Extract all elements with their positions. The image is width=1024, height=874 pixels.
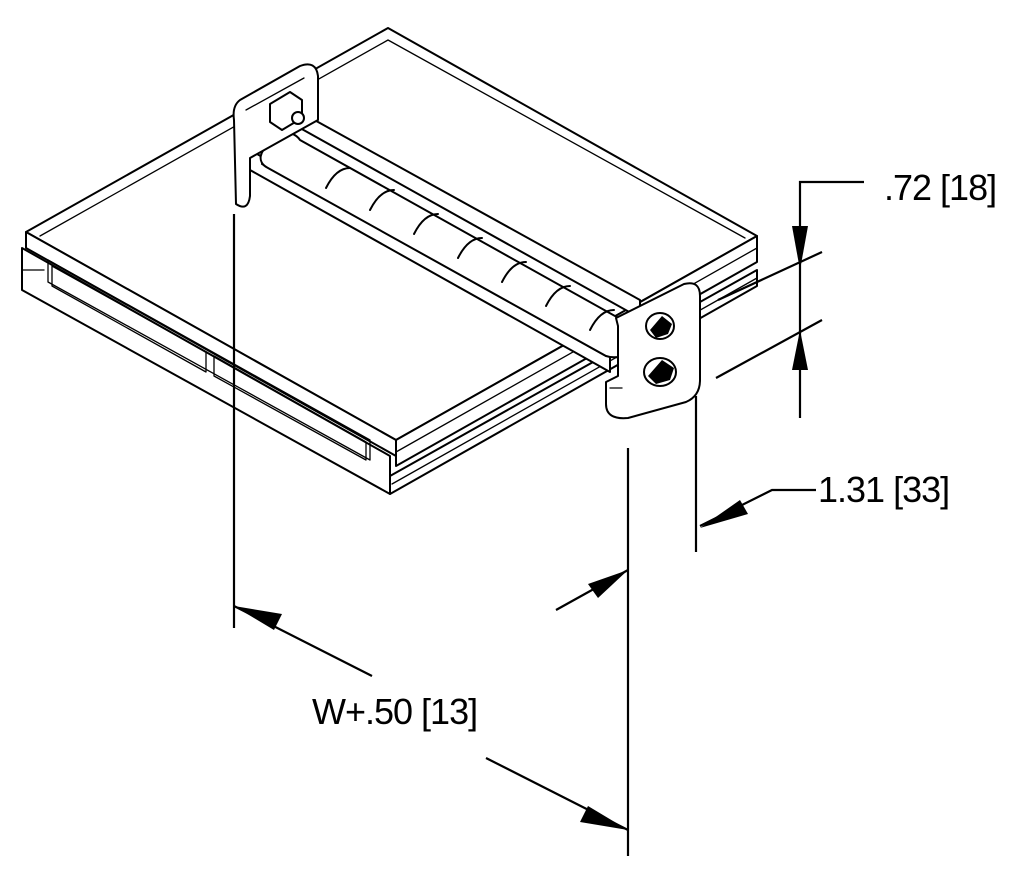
base-extrusion bbox=[21, 27, 758, 495]
roller-segment-line bbox=[325, 167, 351, 189]
right-end-bracket bbox=[605, 282, 701, 420]
bolt-hole-icon bbox=[645, 312, 675, 340]
roller-segment-line bbox=[589, 309, 615, 331]
roller-segment-line bbox=[501, 261, 527, 283]
roller-segment-line bbox=[369, 189, 395, 211]
dimension-roller-height: .72 [18] bbox=[715, 167, 997, 418]
dimension-label-depth: 1.31 [33] bbox=[818, 469, 949, 510]
roller-segment-line bbox=[413, 213, 439, 235]
left-end-bracket bbox=[232, 63, 319, 208]
roller-segment-line bbox=[457, 237, 483, 259]
bolt-hole-icon bbox=[643, 357, 677, 387]
dimension-bracket-depth: 1.31 [33] bbox=[694, 396, 950, 552]
conveyor-roller bbox=[259, 131, 642, 359]
dimension-label-width: W+.50 [13] bbox=[312, 691, 477, 732]
dimension-label-height: .72 [18] bbox=[884, 167, 996, 208]
dimension-overall-width: W+.50 [13] bbox=[232, 214, 630, 856]
roller-segment-line bbox=[545, 285, 571, 307]
